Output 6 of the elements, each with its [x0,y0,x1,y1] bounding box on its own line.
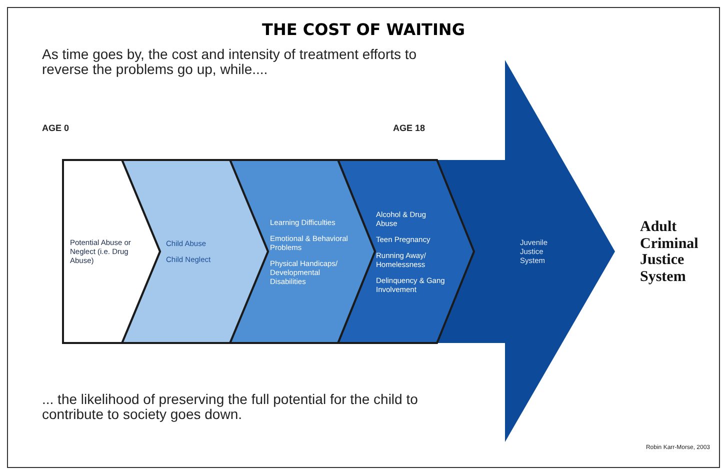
conclusion-text: ... the likelihood of preserving the full potential for the child to contribute to society goes down. [42,392,419,423]
age-label: AGE 18 [393,124,426,134]
title: THE COST OF WAITING [261,20,466,39]
intro-text: As time goes by, the cost and intensity of treatment efforts to reverse the problems go up, while.... [42,47,418,78]
age-label: AGE 0 [42,124,70,134]
outcome-label: Adult Criminal Justice System [640,219,700,285]
